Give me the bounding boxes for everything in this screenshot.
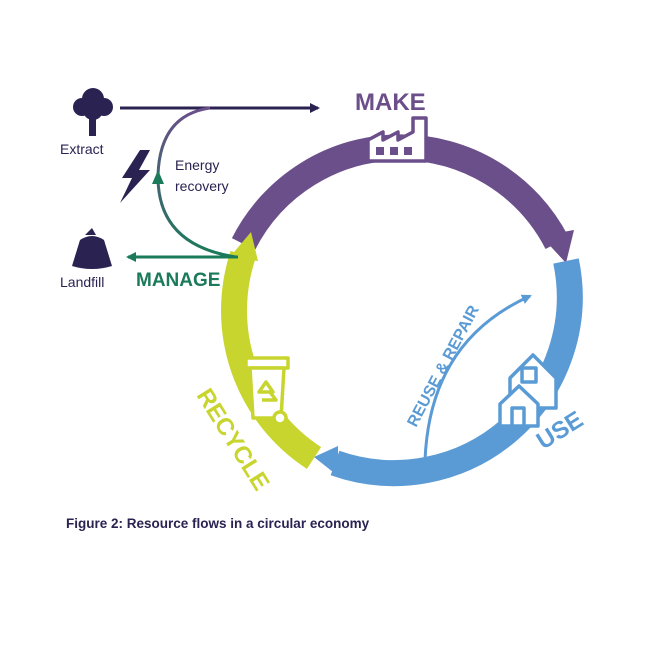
energy-label-line1: Energy xyxy=(175,157,219,173)
factory-icon xyxy=(366,116,428,163)
energy-label-line2: recovery xyxy=(175,178,229,194)
extract-label: Extract xyxy=(60,141,104,157)
manage-label: MANAGE xyxy=(136,270,220,291)
lightning-icon xyxy=(120,150,150,203)
recycle-arc xyxy=(221,250,322,469)
recycling-bin-icon xyxy=(244,356,290,426)
use-arc-arrowhead xyxy=(314,446,338,476)
figure-caption: Figure 2: Resource flows in a circular e… xyxy=(66,516,370,531)
reuse-repair-label: REUSE & REPAIR xyxy=(405,302,484,429)
make-label: MAKE xyxy=(355,89,426,116)
use-arc xyxy=(330,258,583,487)
tree-icon xyxy=(73,88,113,136)
energy-recovery-arrowhead xyxy=(152,170,164,184)
rubbish-bag-icon xyxy=(72,228,112,269)
make-arc-arrowhead xyxy=(541,230,574,263)
landfill-label: Landfill xyxy=(60,274,104,290)
reuse-repair-arrow xyxy=(423,294,532,461)
house-icon xyxy=(498,353,558,428)
recycle-arc-arrowhead xyxy=(229,232,258,261)
